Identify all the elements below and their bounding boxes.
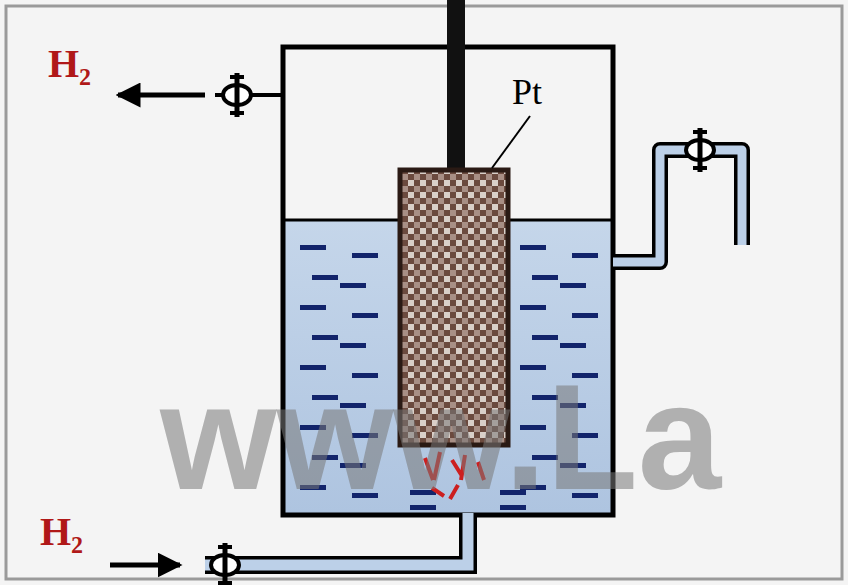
liquid-dash <box>340 343 366 348</box>
liquid-dash <box>300 305 326 310</box>
inlet-pipe <box>205 513 468 565</box>
outlet-arrow <box>118 93 205 98</box>
inlet-arrow <box>110 563 180 568</box>
electrode-rod <box>447 0 465 172</box>
liquid-dash <box>572 313 598 318</box>
liquid-dash <box>520 245 546 250</box>
leader-line <box>492 116 530 168</box>
liquid-dash <box>312 275 338 280</box>
liquid-dash <box>300 245 326 250</box>
frame <box>6 6 842 579</box>
liquid-dash <box>572 253 598 258</box>
watermark: www.La <box>160 362 721 512</box>
liquid-dash <box>352 253 378 258</box>
stopcock <box>211 543 239 585</box>
liquid-dash <box>532 275 558 280</box>
liquid-dash <box>532 335 558 340</box>
liquid-dash <box>340 283 366 288</box>
liquid-dash <box>560 343 586 348</box>
side-tube-outline <box>613 150 742 262</box>
gas-label: H₂ <box>40 512 83 552</box>
stopcock <box>686 128 714 172</box>
liquid-dash <box>520 305 546 310</box>
stopcock <box>223 73 251 117</box>
part-label: Pt <box>512 74 542 110</box>
gas-label: H₂ <box>48 44 91 84</box>
side-tube <box>613 150 742 262</box>
liquid-dash <box>352 313 378 318</box>
liquid-dash <box>560 283 586 288</box>
inlet-pipe-outline <box>205 513 468 565</box>
liquid-dash <box>312 335 338 340</box>
